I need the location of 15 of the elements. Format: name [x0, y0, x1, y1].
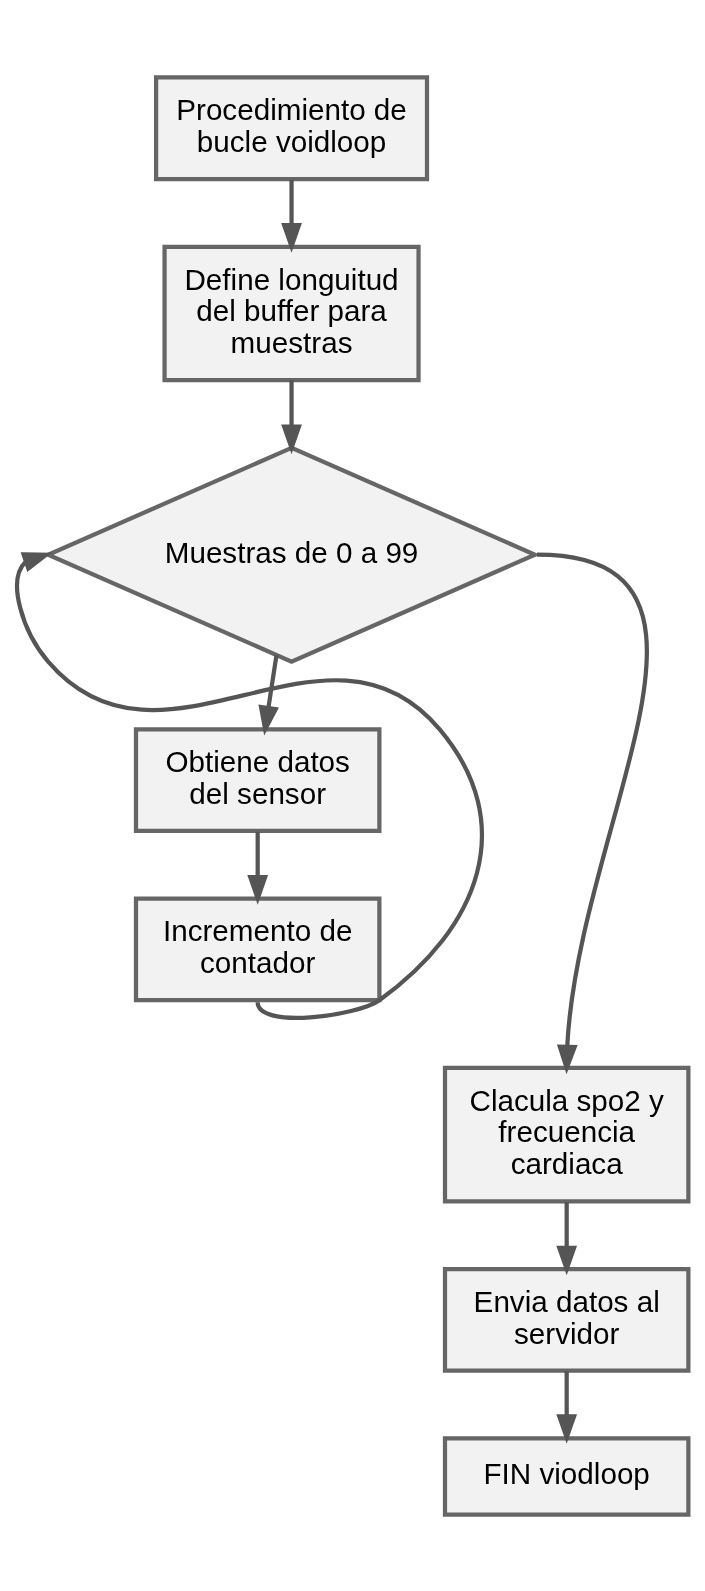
- node-box: Define longuitud del buffer para muestras: [162, 244, 421, 382]
- arrow: [258, 654, 279, 735]
- arrow: [247, 831, 269, 905]
- arrow: [15, 551, 484, 1020]
- node-box: FIN viodloop: [442, 1435, 691, 1517]
- arrow: [281, 179, 302, 253]
- node-box: Incremento de contador: [133, 896, 382, 1002]
- arrow: [556, 1201, 578, 1275]
- node-box: Clacula spo2 y frecuencia cardiaca: [442, 1065, 691, 1203]
- arrow: [536, 552, 649, 1074]
- node-box: Envia datos al servidor: [442, 1266, 691, 1373]
- node-box: Obtiene datos del sensor: [133, 726, 382, 833]
- arrow: [556, 1370, 578, 1444]
- node-box: Procedimiento de bucle voidloop: [153, 74, 430, 181]
- arrow: [281, 379, 302, 454]
